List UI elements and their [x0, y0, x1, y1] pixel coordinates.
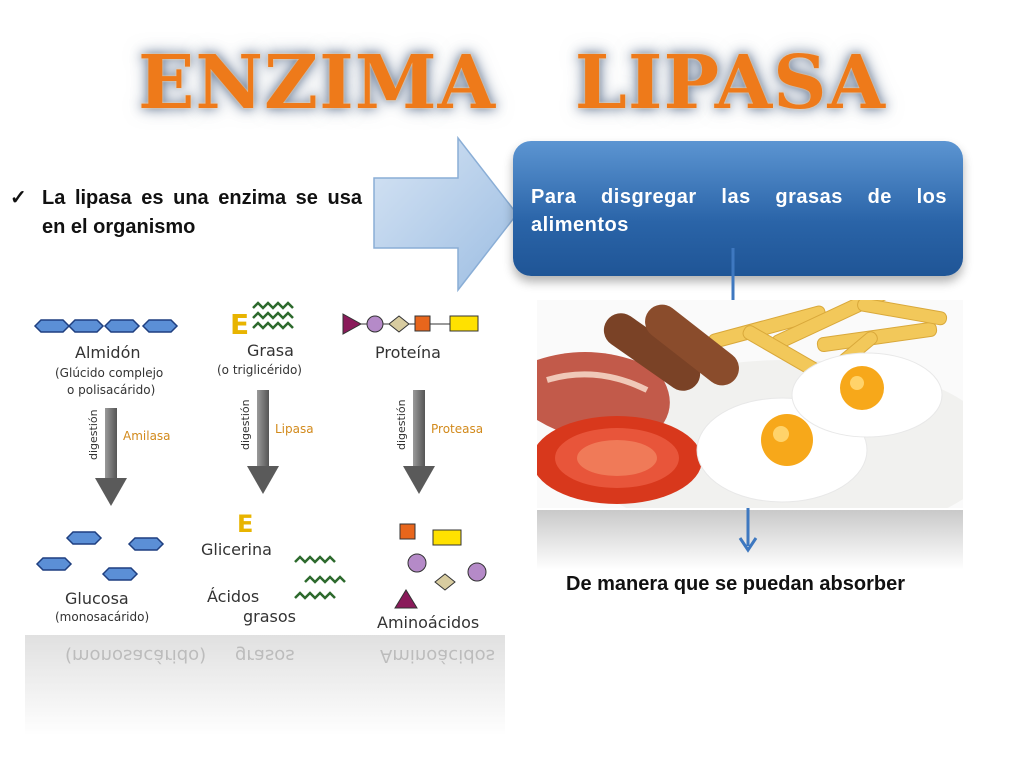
aminoacidos-label: Aminoácidos	[377, 613, 479, 630]
almidon-label: Almidón	[75, 343, 141, 362]
breakfast-food-image	[537, 300, 963, 508]
proteasa-label: Proteasa	[431, 422, 483, 436]
digestion-label-1: digestión	[87, 409, 100, 460]
title-word-lipasa: LIPASA	[574, 40, 886, 126]
title-word-enzima: ENZIMA	[138, 40, 497, 126]
protein-chain-icon	[342, 313, 479, 335]
absorption-text: De manera que se puedan absorber	[566, 573, 906, 595]
lipasa-label: Lipasa	[275, 422, 314, 436]
digestion-arrow-icon	[95, 408, 127, 506]
proteina-label: Proteína	[375, 343, 441, 362]
digestion-label-3: digestión	[395, 399, 408, 450]
reflection-text: (monosacárido)	[65, 645, 207, 666]
digestion-diagram: Almidón (Glúcido complejo o polisacárido…	[25, 300, 505, 632]
food-image-reflection	[537, 510, 963, 570]
starch-chain-icon	[33, 319, 179, 333]
reflection-text: Aminoácidos	[380, 645, 496, 666]
checkmark-icon: ✓	[10, 187, 27, 209]
digestion-arrow-icon	[247, 390, 279, 494]
glucose-molecules-icon	[35, 531, 165, 581]
digestion-arrow-icon	[403, 390, 435, 494]
grasa-desc: (o triglicérido)	[217, 363, 302, 377]
grasa-label: Grasa	[247, 341, 294, 360]
glucosa-desc: (monosacárido)	[55, 610, 149, 624]
fatty-acids-icon	[294, 555, 346, 600]
almidon-desc1: (Glúcido complejo	[55, 366, 163, 380]
glycerol-icon: E	[237, 510, 253, 538]
grasos-label: grasos	[243, 607, 296, 626]
glicerina-label: Glicerina	[201, 540, 272, 559]
reflection-text: grasos	[235, 645, 295, 666]
almidon-desc2: o polisacárido)	[67, 383, 155, 397]
digestion-label-2: digestión	[239, 399, 252, 450]
purpose-box: Para disgregar las grasas de los aliment…	[513, 141, 963, 276]
down-arrow-icon	[738, 508, 758, 553]
amino-acids-icon	[394, 523, 487, 609]
slide-title: ENZIMA LIPASA	[0, 40, 1024, 126]
bullet-point: ✓ La lipasa es una enzima se usa en el o…	[10, 184, 362, 242]
right-arrow-icon	[373, 136, 518, 293]
bullet-text: La lipasa es una enzima se usa en el org…	[42, 187, 362, 238]
amilasa-label: Amilasa	[123, 429, 171, 443]
diagram-reflection: (monosacárido) grasos Aminoácidos	[25, 635, 505, 735]
purpose-text: Para disgregar las grasas de los aliment…	[531, 186, 947, 236]
svg-text:E: E	[230, 308, 249, 341]
triglyceride-icon: E	[230, 301, 294, 341]
acidos-label: Ácidos	[207, 587, 259, 606]
glucosa-label: Glucosa	[65, 589, 129, 608]
